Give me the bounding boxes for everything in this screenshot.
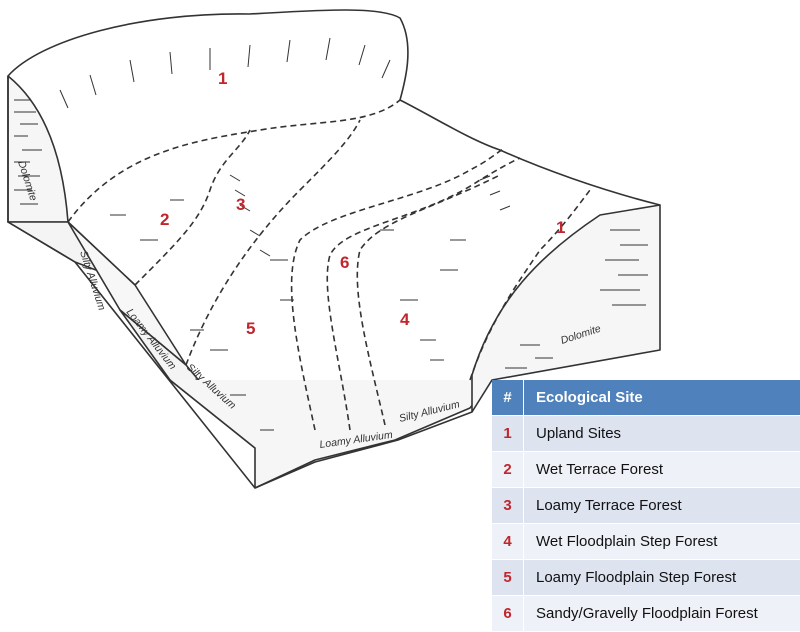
legend-row-number: 2 — [492, 452, 524, 488]
legend-row-number: 5 — [492, 560, 524, 596]
upland-escarpment-base — [68, 100, 400, 222]
left-dolomite-face — [8, 76, 68, 222]
legend-row: 2 Wet Terrace Forest — [492, 452, 800, 488]
legend-header-row: # Ecological Site — [492, 380, 800, 416]
legend-row-site: Wet Floodplain Step Forest — [524, 524, 800, 560]
legend-row-number: 3 — [492, 488, 524, 524]
slope-hachures — [60, 38, 510, 256]
terrace-boundary-3-5 — [186, 120, 360, 365]
legend-header-number: # — [492, 380, 524, 416]
zone-label-3: 3 — [236, 195, 245, 214]
ecological-site-legend: # Ecological Site 1 Upland Sites 2 Wet T… — [492, 380, 800, 632]
legend-row-number: 4 — [492, 524, 524, 560]
zone-label-5: 5 — [246, 319, 255, 338]
legend-row-site: Loamy Terrace Forest — [524, 488, 800, 524]
legend-row-number: 1 — [492, 416, 524, 452]
legend-row: 3 Loamy Terrace Forest — [492, 488, 800, 524]
legend-row: 4 Wet Floodplain Step Forest — [492, 524, 800, 560]
upland-top-edge — [8, 10, 660, 205]
legend-row: 5 Loamy Floodplain Step Forest — [492, 560, 800, 596]
legend-row-number: 6 — [492, 596, 524, 632]
legend-row-site: Wet Terrace Forest — [524, 452, 800, 488]
zone-label-1-left: 1 — [218, 69, 227, 88]
zone-label-6: 6 — [340, 253, 349, 272]
legend-row-site: Upland Sites — [524, 416, 800, 452]
legend-row-site: Sandy/Gravelly Floodplain Forest — [524, 596, 800, 632]
legend-header-site: Ecological Site — [524, 380, 800, 416]
terrace-boundary-2-3 — [135, 130, 250, 285]
zone-label-2: 2 — [160, 210, 169, 229]
legend-row-site: Loamy Floodplain Step Forest — [524, 560, 800, 596]
left-loamy-alluvium-face — [68, 222, 186, 365]
legend-row: 1 Upland Sites — [492, 416, 800, 452]
zone-label-4: 4 — [400, 310, 410, 329]
zone-label-1-right: 1 — [556, 218, 565, 237]
legend-row: 6 Sandy/Gravelly Floodplain Forest — [492, 596, 800, 632]
